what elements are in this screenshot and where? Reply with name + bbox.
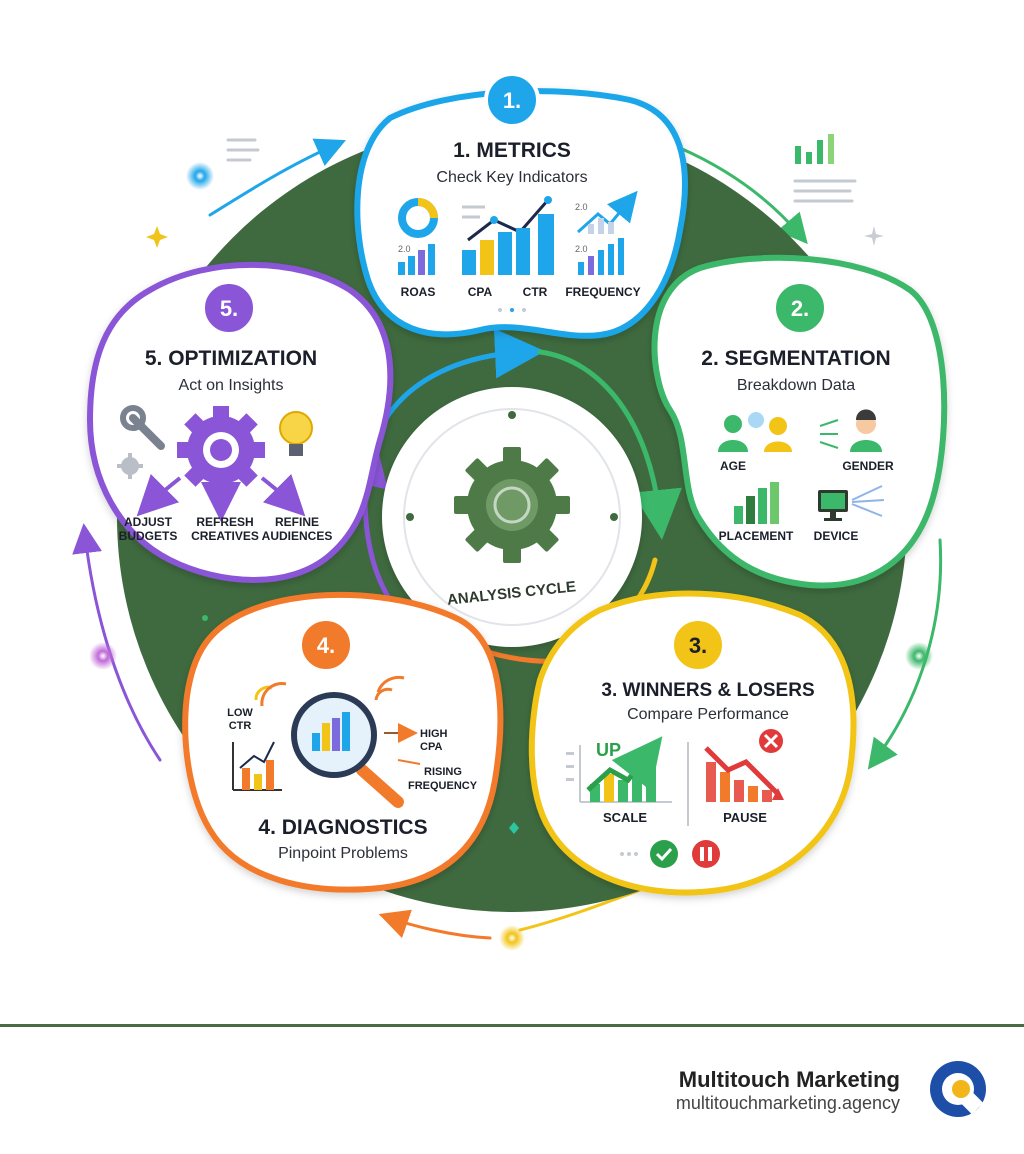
sparkle-icon	[146, 226, 168, 248]
brand-name: Multitouch Marketing	[678, 1067, 900, 1092]
segment-label-age: AGE	[720, 459, 746, 473]
outer-arrow-green	[678, 146, 808, 245]
step-subtitle: Pinpoint Problems	[278, 845, 408, 862]
diag-label-cpa: CPA	[420, 741, 442, 753]
outer-arrow-yellow	[518, 888, 642, 932]
mini-label: 2.0	[398, 244, 411, 254]
trend-down-icon	[704, 746, 780, 796]
opt-label-budgets: BUDGETS	[119, 529, 178, 543]
wrench-icon	[120, 405, 165, 450]
opt-label-adjust: ADJUST	[124, 515, 173, 529]
step-title: 2. SEGMENTATION	[701, 347, 890, 370]
close-icon	[759, 729, 783, 753]
line-chart-icon	[462, 196, 554, 275]
trend-up-icon	[586, 736, 663, 792]
step-title: 5. OPTIMIZATION	[145, 347, 317, 370]
check-icon	[650, 840, 678, 868]
step-number: 2.	[791, 296, 809, 321]
person-icon	[850, 409, 882, 452]
step-diagnostics-card: 4. LOW CTR HIGH CPA RISING FREQUENCY 4. …	[182, 591, 504, 893]
outer-arrow-blue	[208, 138, 346, 217]
footer: Multitouch Marketing multitouchmarketing…	[0, 1027, 1024, 1154]
step-badge-4	[298, 617, 354, 673]
segment-label-device: DEVICE	[814, 529, 859, 543]
diag-label-high: HIGH	[420, 728, 448, 740]
step-badge-3	[670, 617, 726, 673]
pause-icon	[692, 840, 720, 868]
outer-arrow-orange	[378, 909, 492, 940]
gear-icon	[117, 453, 143, 479]
opt-label-refresh: REFRESH	[196, 515, 253, 529]
donut-chart-icon	[398, 198, 438, 238]
segment-label-gender: GENDER	[842, 459, 894, 473]
step-winners-card: 3. 3. WINNERS & LOSERS Compare Performan…	[528, 590, 857, 896]
diag-label-low: LOW	[227, 707, 253, 719]
metric-label-ctr: CTR	[523, 285, 548, 299]
footer-divider	[0, 1024, 1024, 1027]
glow-dot	[186, 162, 214, 190]
glow-dot	[905, 642, 933, 670]
bar-chart-icon	[706, 762, 772, 802]
glow-dot	[89, 642, 117, 670]
gear-icon	[454, 447, 570, 563]
step-badge-2	[772, 280, 828, 336]
bar-chart-icon	[795, 146, 801, 164]
brand-url[interactable]: multitouchmarketing.agency	[675, 1093, 900, 1113]
bar-chart-icon	[232, 741, 282, 791]
step-metrics-card: 1. 1. METRICS Check Key Indicators 2.0 2…	[354, 72, 688, 339]
opt-label-refine: REFINE	[275, 515, 319, 529]
step-segmentation-card: 2. 2. SEGMENTATION Breakdown Data AGE GE…	[651, 254, 948, 589]
brand-logo-icon	[930, 1061, 986, 1117]
ring-dots	[202, 615, 519, 834]
diag-label-ctr: CTR	[229, 720, 252, 732]
monitor-icon	[818, 485, 885, 521]
people-icon	[718, 412, 792, 452]
mini-label: 2.0	[575, 202, 588, 212]
decor-lines	[226, 134, 857, 203]
segment-label-placement: PLACEMENT	[719, 529, 794, 543]
mini-label: 2.0	[575, 244, 588, 254]
step-subtitle: Check Key Indicators	[436, 169, 587, 186]
step-number: 1.	[503, 88, 521, 113]
step-number: 5.	[220, 296, 238, 321]
diag-label-frequency: FREQUENCY	[408, 780, 478, 792]
glow-dot	[499, 925, 525, 951]
step-number: 4.	[317, 633, 335, 658]
opt-label-creatives: CREATIVES	[191, 529, 259, 543]
bar-chart-icon	[734, 482, 779, 524]
metric-label-cpa: CPA	[468, 285, 493, 299]
step-title: 4. DIAGNOSTICS	[258, 816, 427, 839]
up-label: UP	[596, 740, 621, 760]
step-subtitle: Compare Performance	[627, 706, 789, 723]
step-badge-5	[201, 280, 257, 336]
step-number: 3.	[689, 633, 707, 658]
scale-label: SCALE	[603, 810, 647, 825]
trend-chart-icon	[576, 190, 638, 234]
bar-chart-icon	[398, 244, 435, 275]
metric-label-roas: ROAS	[401, 285, 436, 299]
opt-label-audiences: AUDIENCES	[262, 529, 333, 543]
step-optimization-card: 5. 5. OPTIMIZATION Act on Insights ADJUS…	[86, 261, 394, 583]
step-subtitle: Breakdown Data	[737, 377, 855, 394]
pause-label: PAUSE	[723, 810, 767, 825]
magnifier-icon	[291, 692, 404, 808]
center-hub: ANALYSIS CYCLE	[382, 387, 642, 647]
diag-label-rising: RISING	[424, 766, 462, 778]
lightbulb-icon	[279, 411, 313, 456]
step-title: 3. WINNERS & LOSERS	[601, 680, 814, 701]
metric-label-frequency: FREQUENCY	[565, 285, 640, 299]
step-title: 1. METRICS	[453, 139, 571, 162]
step-subtitle: Act on Insights	[179, 377, 284, 394]
gear-icon	[177, 406, 265, 494]
sparkle-icon	[864, 226, 884, 246]
step-badge-1	[484, 72, 540, 128]
